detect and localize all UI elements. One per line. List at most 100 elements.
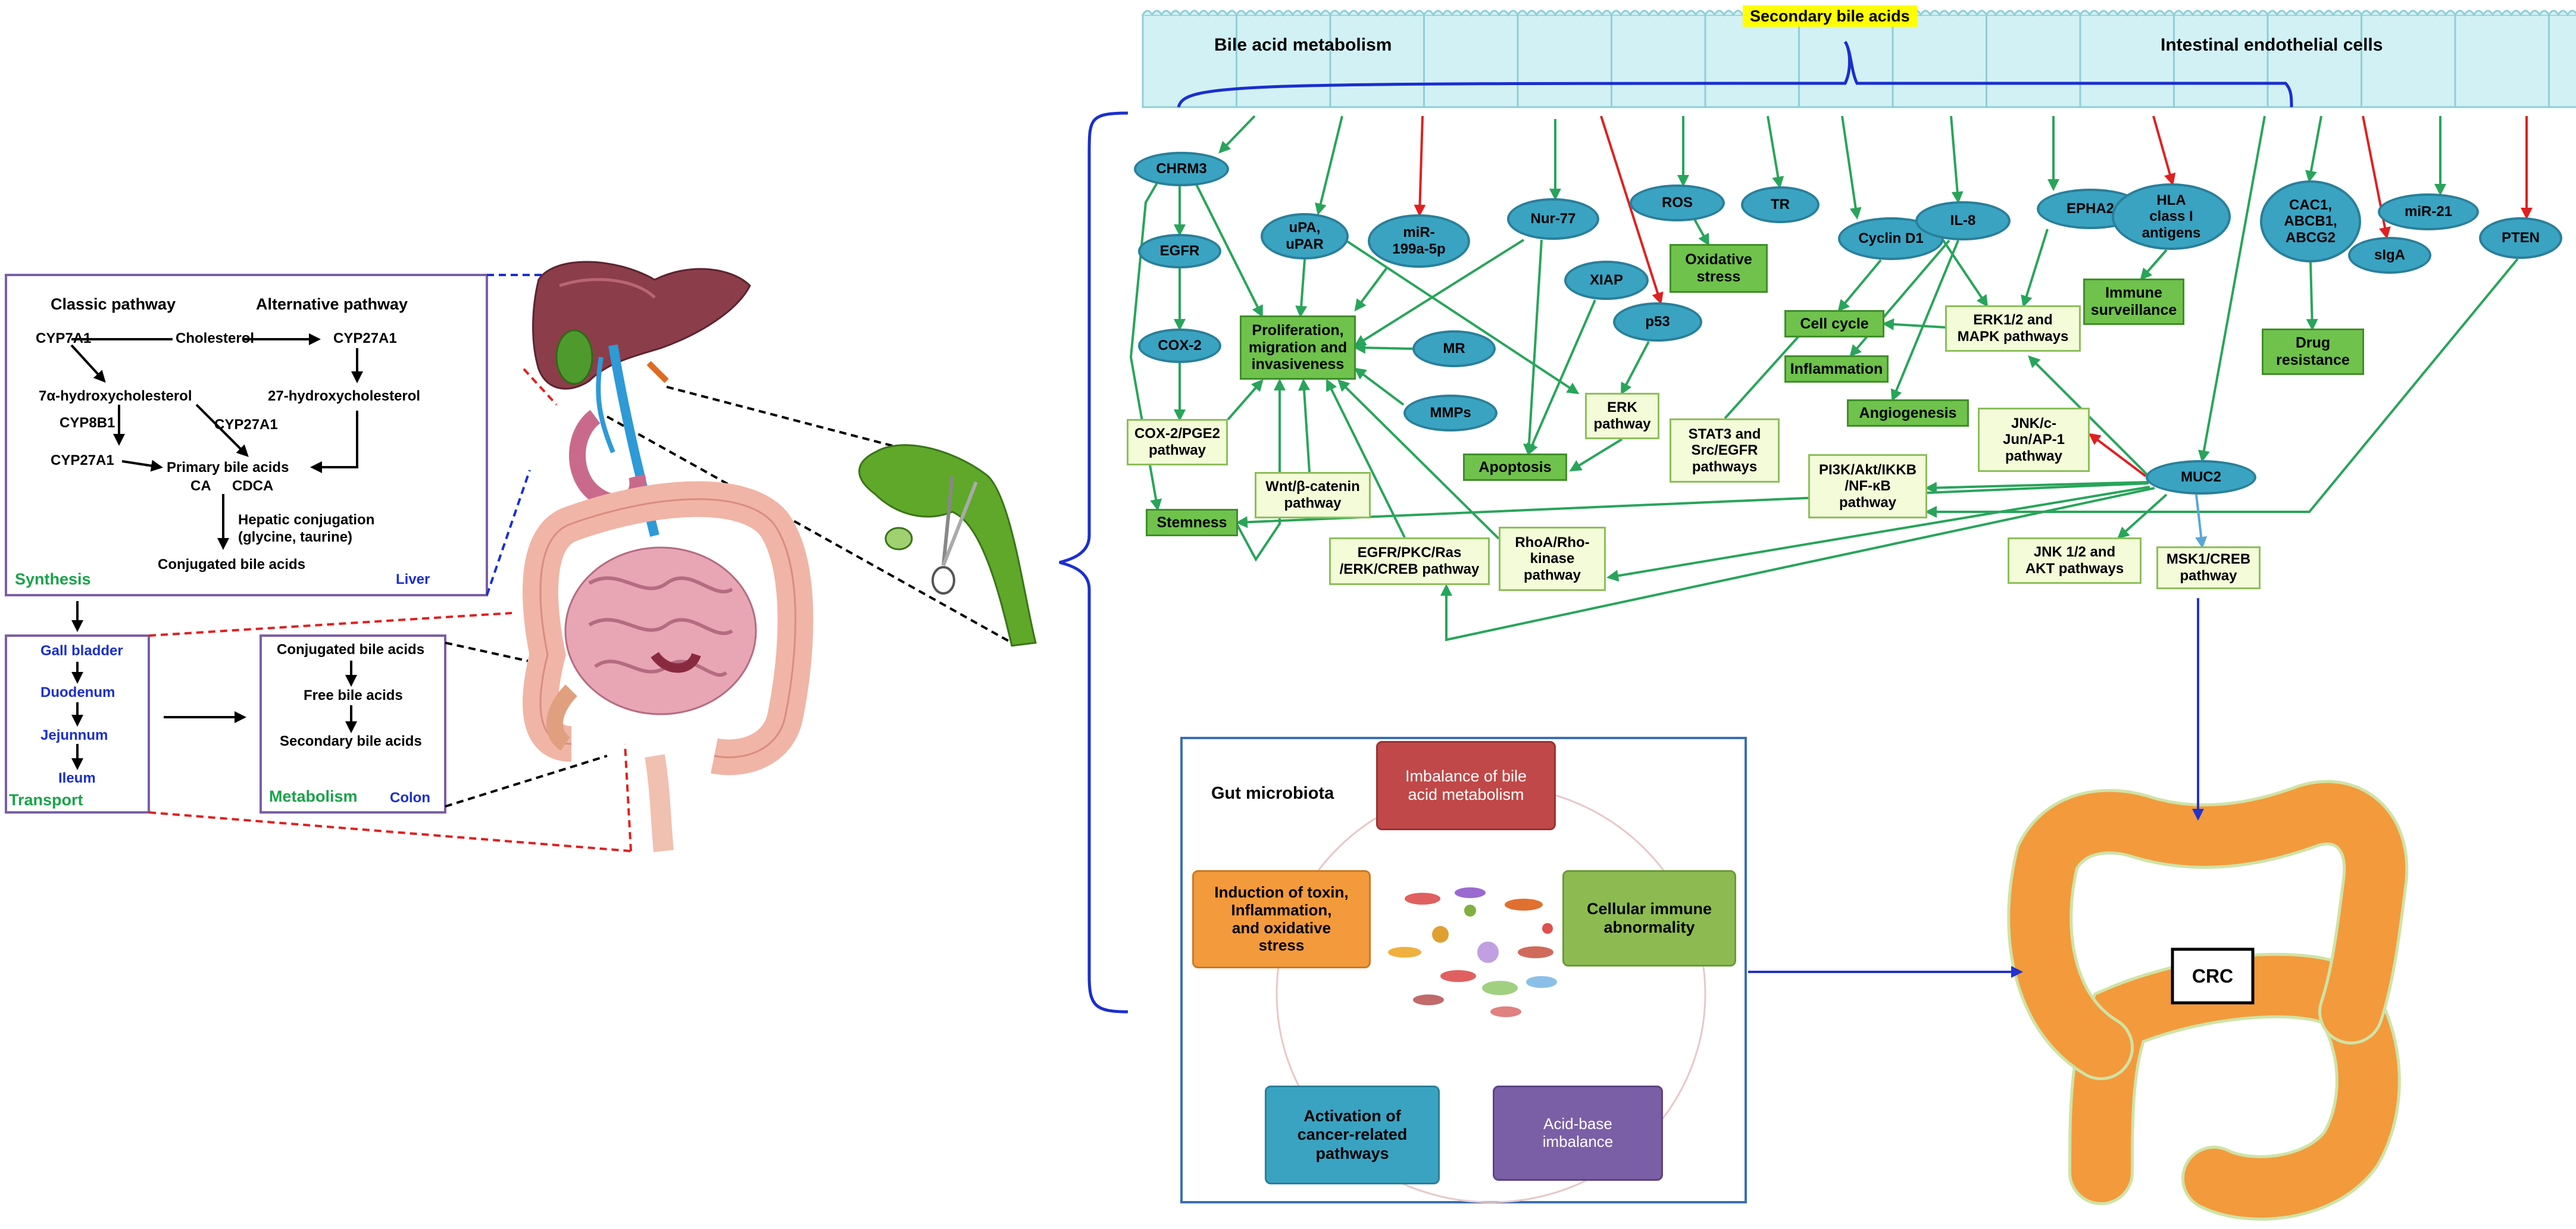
- node-prolif: Proliferation, migration and invasivenes…: [1240, 315, 1356, 380]
- microvilli: [1236, 10, 1331, 17]
- pathway-arrow: [1925, 258, 2519, 518]
- cyp27a1-top-label: CYP27A1: [333, 330, 397, 346]
- gut-microbiota-title: Gut microbiota: [1211, 784, 1334, 803]
- transport-arrows: [71, 661, 357, 770]
- pathway-arrow: [1890, 240, 1959, 402]
- pathway-arrow: [1234, 379, 1286, 562]
- liver-panel-border: [5, 274, 488, 596]
- pathway-arrow: [1767, 115, 1784, 189]
- node-jnkc: JNK/c- Jun/AP-1 pathway: [1978, 408, 2090, 472]
- node-erk12: ERK1/2 and MAPK pathways: [1945, 305, 2081, 352]
- pathway-arrow: [1236, 482, 2149, 528]
- pathway-arrow: [2088, 433, 2147, 477]
- liver-panel-arrows: [70, 333, 363, 723]
- pathway-arrow: [1527, 299, 1596, 456]
- pathway-arrow: [1298, 379, 1311, 473]
- epithelial-cell-row: [1142, 10, 2576, 108]
- pathway-arrow: [2195, 494, 2208, 549]
- node-wnt: Wnt/β-catenin pathway: [1255, 472, 1371, 518]
- pathway-arrow: [1354, 267, 1388, 312]
- gallbladder-removal-illustration: [858, 444, 1037, 647]
- crc-label: CRC: [2192, 965, 2234, 987]
- pathway-arrow: [1326, 379, 1406, 538]
- primary-bile-acids-label: Primary bile acids: [167, 459, 289, 476]
- pathway-arrow: [1353, 367, 1405, 406]
- microvilli: [1142, 10, 1237, 17]
- pathway-arrow: [1353, 342, 1413, 354]
- pathway-arrow: [1315, 115, 1343, 215]
- node-mr: MR: [1412, 330, 1496, 367]
- epithelial-cell: [1798, 14, 1894, 108]
- secondary-bile-acids-colon-label: Secondary bile acids: [280, 733, 422, 749]
- epithelial-cell: [1892, 14, 1987, 108]
- microvilli: [1423, 10, 1519, 17]
- node-egfr: EGFR: [1138, 234, 1221, 268]
- cyp8b1-label: CYP8B1: [60, 415, 115, 431]
- microvilli: [1986, 10, 2081, 17]
- pathway-arrow: [2306, 262, 2318, 331]
- pathway-arrow: [2140, 249, 2168, 281]
- node-pi3k: PI3K/Akt/IKKB /NF-κB pathway: [1808, 454, 1927, 518]
- node-siga: sIgA: [2348, 237, 2431, 274]
- transport-label: Transport: [9, 791, 83, 809]
- gall-bladder-label: Gall bladder: [40, 643, 123, 659]
- microvilli: [2079, 10, 2175, 17]
- microvilli: [1329, 10, 1425, 17]
- immune-abnormality-box: Cellular immune abnormality: [1562, 870, 1736, 967]
- node-immune: Immune surveillance: [2083, 279, 2184, 325]
- node-egfrpkc: EGFR/PKC/Ras /ERK/CREB pathway: [1329, 537, 1490, 585]
- colon-illustration: [2007, 780, 2409, 1221]
- colon-conjugated-label: Conjugated bile acids: [277, 642, 425, 658]
- epithelial-cell: [2361, 14, 2456, 108]
- cyp27a1-low-label: CYP27A1: [51, 452, 114, 468]
- pathway-arrow: [2198, 115, 2266, 462]
- hydroxy27-label: 27-hydroxycholesterol: [268, 388, 421, 404]
- pathway-arrow: [1841, 115, 1862, 220]
- node-cac1: CAC1, ABCB1, ABCG2: [2260, 180, 2361, 262]
- node-stemness: Stemness: [1146, 509, 1238, 536]
- microvilli: [2548, 10, 2576, 17]
- node-upa: uPA, uPAR: [1261, 213, 1349, 259]
- pathway-arrow: [1882, 318, 1946, 330]
- intestinal-cells-title: Intestinal endothelial cells: [2161, 35, 2383, 55]
- epithelial-cell: [1611, 14, 1706, 108]
- pathway-arrow: [1606, 486, 2150, 582]
- node-p53: p53: [1613, 302, 1702, 342]
- node-ros: ROS: [1630, 184, 1725, 221]
- node-chrm3: CHRM3: [1134, 152, 1229, 186]
- microbes-illustration: [1388, 887, 1557, 1017]
- node-mmps: MMPs: [1403, 395, 1498, 431]
- alternative-pathway-label: Alternative pathway: [256, 295, 408, 313]
- epithelial-cell: [1329, 14, 1425, 108]
- node-stat3: STAT3 and Src/EGFR pathways: [1670, 418, 1780, 483]
- bile-acid-metabolism-title: Bile acid metabolism: [1214, 35, 1392, 55]
- imbalance-bile-acid-box: Imbalance of bile acid metabolism: [1376, 741, 1556, 830]
- pathway-arrow: [1341, 237, 1580, 395]
- epithelial-cell: [1236, 14, 1331, 108]
- epithelial-cell: [2079, 14, 2175, 108]
- classic-pathway-label: Classic pathway: [51, 295, 176, 313]
- secondary-bile-acid-brace: [1177, 40, 2293, 108]
- node-cox2: COX-2: [1138, 329, 1221, 363]
- node-jnk12: JNK 1/2 and AKT pathways: [2008, 537, 2142, 584]
- node-xiap: XIAP: [1564, 261, 1649, 300]
- ileum-label: Ileum: [58, 770, 96, 786]
- pathway-arrow: [2021, 229, 2049, 308]
- liver-label: Liver: [396, 571, 430, 587]
- node-cellcycle: Cell cycle: [1784, 310, 1884, 337]
- conjugated-bile-acids-label: Conjugated bile acids: [158, 556, 306, 573]
- cyp7a1-label: CYP7A1: [36, 330, 92, 346]
- microvilli: [2361, 10, 2456, 17]
- dashed-connectors: [148, 274, 1012, 852]
- secondary-bile-acids-tag: Secondary bile acids: [1743, 5, 1917, 27]
- pathway-arrow: [1837, 259, 1882, 312]
- pathway-arrow: [1189, 172, 1263, 318]
- pathway-arrow: [2152, 115, 2176, 186]
- pathway-arrow: [2117, 493, 2168, 539]
- node-erk: ERK pathway: [1585, 393, 1659, 439]
- microvilli: [2173, 10, 2269, 17]
- node-mir199: miR- 199a-5p: [1368, 214, 1470, 268]
- pathway-arrow: [1600, 115, 1664, 305]
- pathway-arrow: [1942, 239, 1989, 308]
